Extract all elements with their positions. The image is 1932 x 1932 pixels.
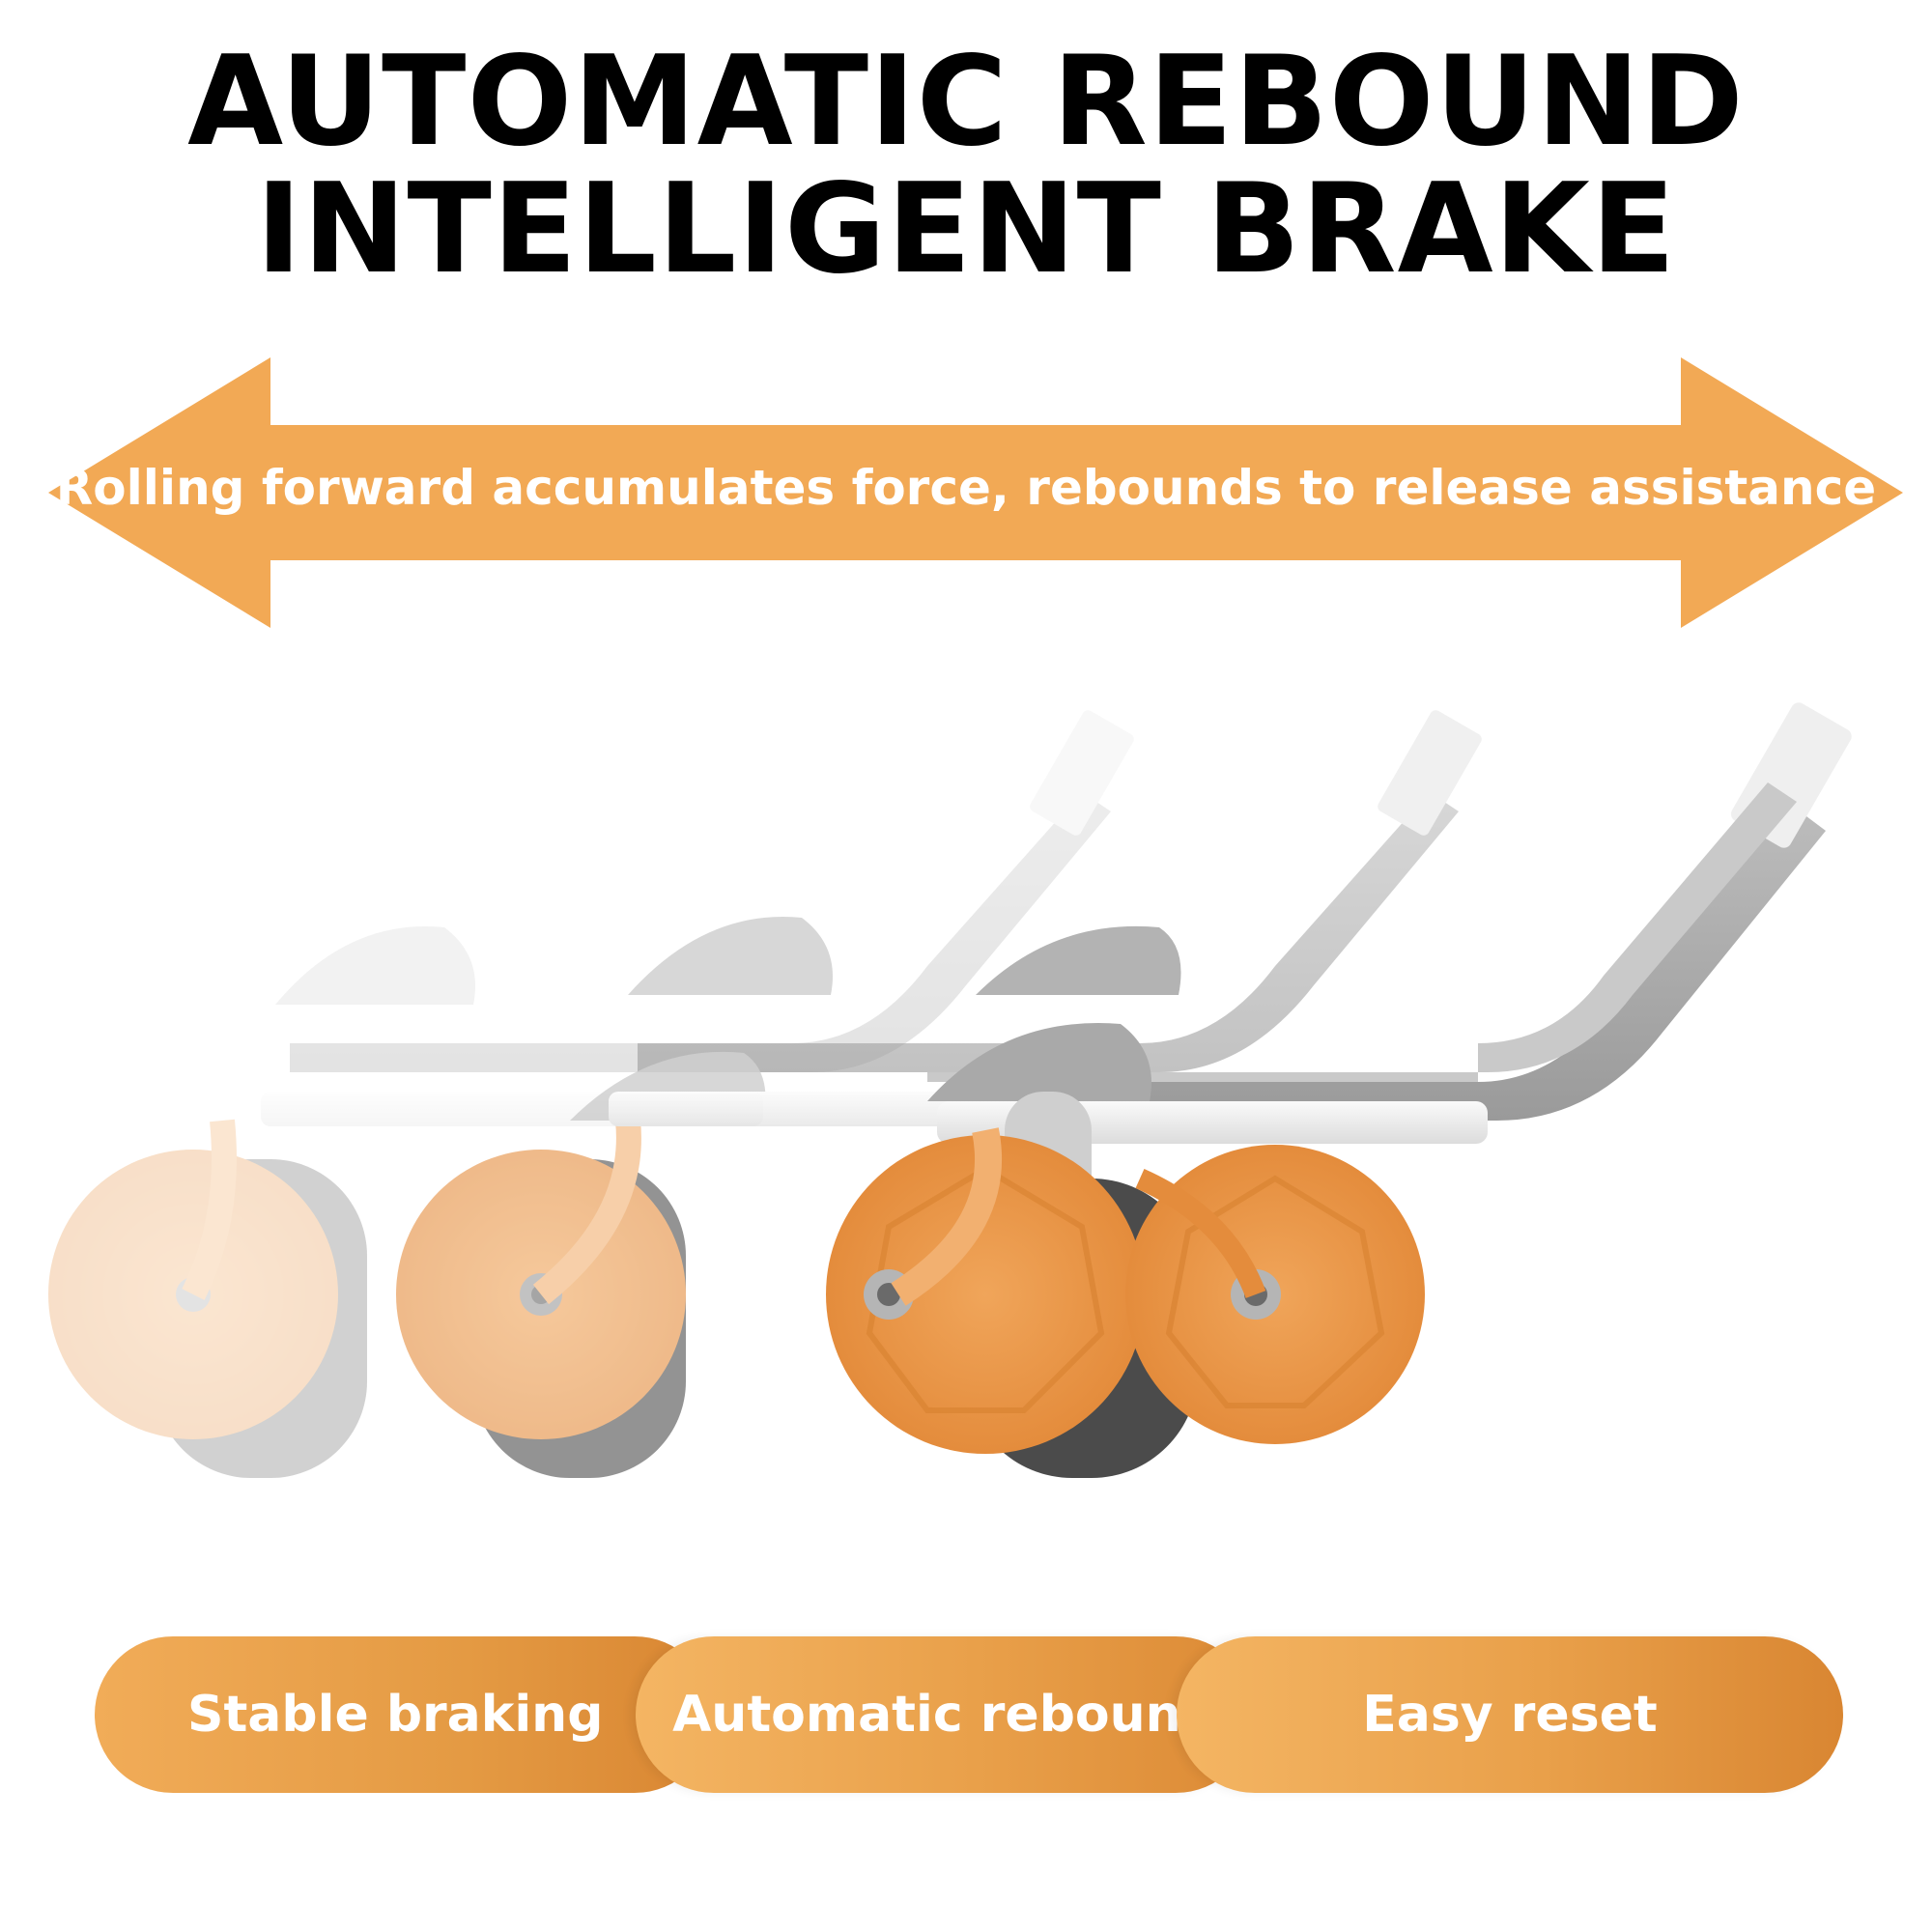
- feature-easy-reset: Easy reset: [1177, 1636, 1843, 1793]
- feature-label: Automatic rebound: [672, 1686, 1217, 1744]
- roller-main: [826, 702, 1852, 1478]
- ab-roller-sequence-graphic: [48, 702, 1852, 1478]
- double-arrow-icon: [48, 357, 1903, 628]
- feature-pills: Stable braking Automatic rebound Easy re…: [95, 1636, 1843, 1793]
- feature-automatic-rebound: Automatic rebound: [636, 1636, 1254, 1793]
- ab-roller-illustration: [0, 676, 1932, 1478]
- headline-line-1: AUTOMATIC REBOUND: [187, 30, 1745, 174]
- feature-label: Stable braking: [187, 1686, 604, 1744]
- double-arrow-banner: Rolling forward accumulates force, rebou…: [0, 357, 1932, 628]
- headline-line-2: INTELLIGENT BRAKE: [255, 157, 1677, 301]
- feature-label: Easy reset: [1362, 1686, 1658, 1744]
- feature-stable-braking: Stable braking: [95, 1636, 713, 1793]
- arrow-caption: Rolling forward accumulates force, rebou…: [55, 460, 1877, 516]
